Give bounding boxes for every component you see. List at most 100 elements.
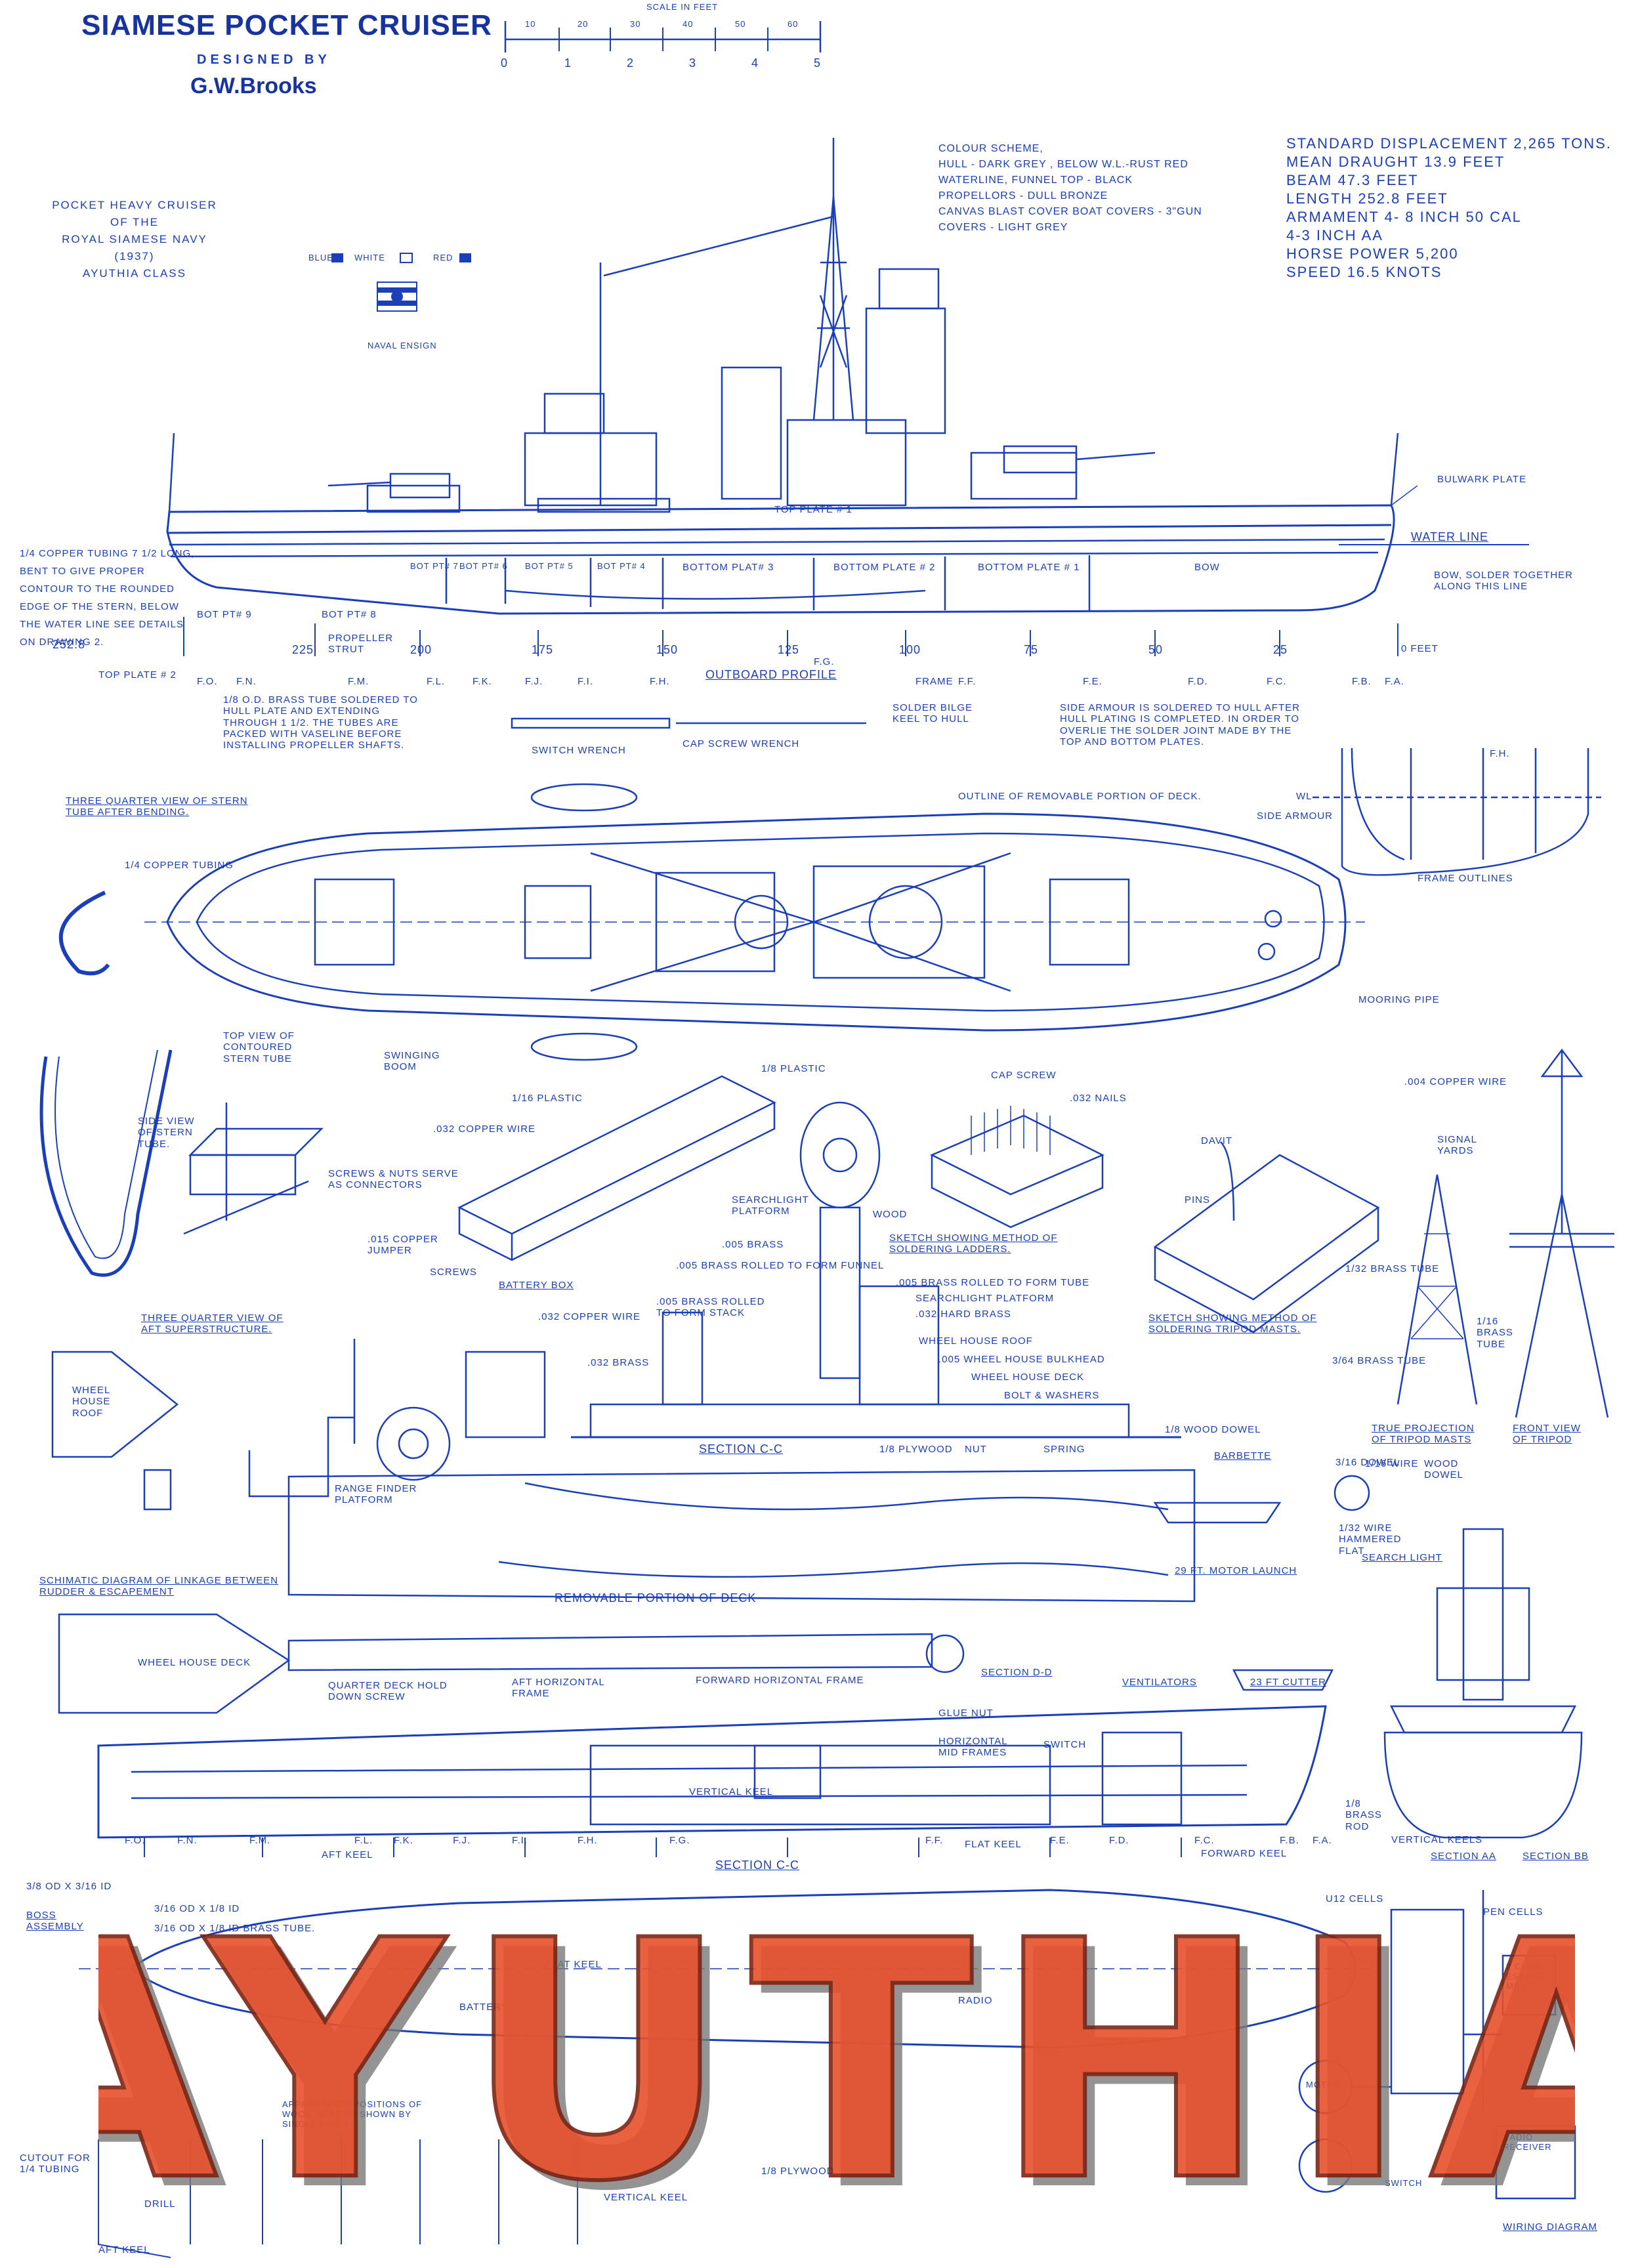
frame-letter: F.D. [1188,676,1208,687]
nails-label: .032 NAILS [1070,1093,1127,1104]
colour-line: COVERS - LIGHT GREY [938,222,1068,233]
wheel-house-bulkhead-note: .005 WHEEL HOUSE BULKHEAD [938,1354,1105,1365]
switch-wrench-label: SWITCH WRENCH [532,745,626,756]
vertical-keel-2-label: VERTICAL KEEL [604,2192,688,2203]
frame-outlines-label: FRAME OUTLINES [1418,873,1513,884]
nut-label: NUT [965,1444,987,1455]
colour-line: COLOUR SCHEME, [938,143,1043,154]
frame-number: 50 [1148,643,1164,656]
bot-pt-5-label: BOT PT# 5 [525,561,574,571]
spec-line: ARMAMENT 4- 8 INCH 50 CAL [1286,209,1522,225]
wl-label: WL [1296,791,1312,802]
cap-screw-label: CAP SCREW [991,1070,1057,1081]
class-line: POCKET HEAVY CRUISER [52,199,217,211]
outboard-profile-label: OUTBOARD PROFILE [705,668,837,681]
frame-letter: F.I. [578,676,594,687]
banner-text: AYUTHIA [98,1877,1575,2244]
inboard-frame-letter: F.M. [249,1835,271,1846]
frame-number: 100 [899,643,921,656]
spec-line: STANDARD DISPLACEMENT 2,265 TONS. [1286,135,1612,152]
true-projection-label: TRUE PROJECTION OF TRIPOD MASTS [1372,1423,1475,1446]
scale-tick-60: 60 [788,19,799,29]
colour-line: PROPELLORS - DULL BRONZE [938,190,1108,201]
wheel-house-roof-label: WHEEL HOUSE ROOF [72,1385,111,1419]
side-armour-label: SIDE ARMOUR [1257,810,1334,822]
bolt-washers-label: BOLT & WASHERS [1004,1390,1100,1401]
frame-number: 25 [1273,643,1288,656]
aft-keel-2-label: AFT KEEL [98,2244,150,2256]
dowel-label: 3/16 DOWEL [1335,1457,1400,1468]
brass-005-funnel-label: .005 BRASS ROLLED TO FORM FUNNEL [676,1260,885,1271]
brass-032-label: .032 BRASS [587,1357,650,1368]
aft-horizontal-frame-label: AFT HORIZONTAL FRAME [512,1677,605,1700]
drill-label: DRILL [144,2198,176,2210]
frame-number: 75 [1024,643,1039,656]
vertical-keels-label: VERTICAL KEELS [1391,1834,1483,1845]
barbette-label: BARBETTE [1214,1450,1272,1461]
aft-keel-label: AFT KEEL [322,1849,373,1860]
section-cc-lower-label: SECTION C-C [715,1858,799,1872]
spec-line: LENGTH 252.8 FEET [1286,190,1448,207]
boss-od-2-label: 3/16 OD X 1/8 ID [154,1903,240,1914]
spec-line: SPEED 16.5 KNOTS [1286,264,1442,280]
flat-keel-label: FLAT KEEL [965,1839,1022,1850]
inboard-frame-letter: F.G. [669,1835,690,1846]
copper-tubing-label: 1/4 COPPER TUBING [125,860,234,871]
bow-label: BOW [1194,562,1220,573]
frame-number: 225 [292,643,314,656]
range-finder-label: RANGE FINDER PLATFORM [335,1483,417,1506]
section-aa-label: SECTION AA [1431,1851,1497,1862]
u12-cells-label: U12 CELLS [1326,1893,1384,1904]
battery-label: BATTERY [459,2002,509,2013]
spring-label: SPRING [1043,1444,1085,1455]
spec-line: BEAM 47.3 FEET [1286,172,1419,188]
pen-cells-label: PEN CELLS [1483,1906,1544,1918]
specifications-block: STANDARD DISPLACEMENT 2,265 TONS. MEAN D… [1286,135,1612,282]
copper-wire-label: .032 COPPER WIRE [433,1124,536,1135]
signal-yards-label: SIGNAL YARDS [1437,1134,1477,1157]
wire-hammered-label: 1/32 WIRE HAMMERED FLAT [1339,1522,1402,1557]
removable-deck-label: REMOVABLE PORTION OF DECK [555,1591,757,1605]
quarter-deck-screw-label: QUARTER DECK HOLD DOWN SCREW [328,1680,448,1703]
frame-letter: F.C. [1267,676,1287,687]
scale-tick-40: 40 [682,19,694,29]
inboard-frame-letter: F.L. [354,1835,373,1846]
frame-letter: F.J. [525,676,543,687]
battery-box-label: BATTERY BOX [499,1280,574,1291]
propeller-strut-label: PROPELLER STRUT [328,633,394,656]
wood-screws-note: APPROXIMATE POSITIONS OF WOOD SCREWS SHO… [282,2099,423,2129]
searchlight-platform-label: SEARCHLIGHT PLATFORM [732,1194,809,1217]
frame-letter: F.O. [197,676,218,687]
ensign-white-label: WHITE [354,253,385,262]
screws-label: SCREWS [430,1267,477,1278]
cutout-label: CUTOUT FOR 1/4 TUBING [20,2152,91,2175]
scale-ft-3: 3 [689,56,697,70]
hard-brass-label: .032 HARD BRASS [915,1309,1011,1320]
spec-line: HORSE POWER 5,200 [1286,245,1459,262]
brass-tube-1-16-label: 1/16 BRASS TUBE [1477,1316,1513,1350]
bot-pt-8-label: BOT PT# 8 [322,609,377,620]
wood-dowel-2-label: WOOD DOWEL [1424,1458,1464,1481]
frame-letter: F.E. [1083,676,1102,687]
pins-label: PINS [1185,1194,1211,1206]
scale-ft-2: 2 [627,56,635,70]
inboard-frame-letter: F.E. [1050,1835,1070,1846]
vertical-keel-label: VERTICAL KEEL [689,1786,774,1797]
ventilators-label: VENTILATORS [1122,1677,1197,1688]
stern-tube-side-view-label: SIDE VIEW OF STERN TUBE. [138,1116,195,1150]
inboard-frame-letter: F.K. [394,1835,413,1846]
radio-receiver-label: RADIO RECEIVER [1503,2132,1552,2152]
colour-line: WATERLINE, FUNNEL TOP - BLACK [938,175,1133,186]
colour-line: CANVAS BLAST COVER BOAT COVERS - 3"GUN [938,206,1202,217]
frame-number: 125 [778,643,800,656]
switch-label: SWITCH [1043,1739,1087,1750]
bot-pt-7-label: BOT PT# 7 [410,561,459,571]
frame-letter: F.F. [958,676,976,687]
class-line: AYUTHIA CLASS [83,267,186,280]
inboard-frame-letter: F.B. [1280,1835,1299,1846]
frame-letter: F.H. [650,676,670,687]
cutter-label: 23 FT CUTTER [1250,1677,1326,1688]
schematic-linkage-label: SCHIMATIC DIAGRAM OF LINKAGE BETWEEN RUD… [39,1575,279,1598]
bottom-plate-3-label: BOTTOM PLAT# 3 [682,562,774,573]
wiring-diagram-label: WIRING DIAGRAM [1503,2221,1597,2233]
